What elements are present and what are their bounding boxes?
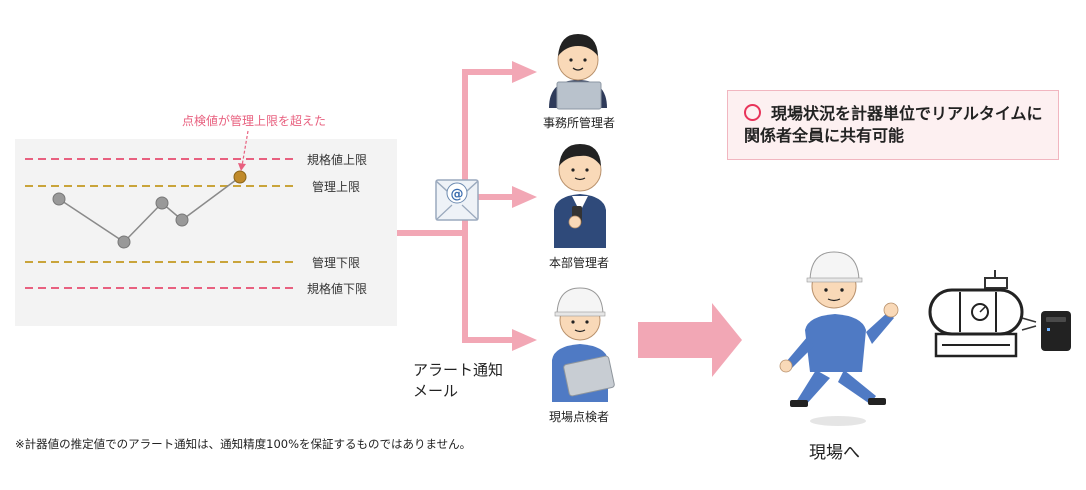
check-circle-icon — [744, 104, 761, 121]
office-manager-illustration — [549, 34, 607, 110]
alert-data-point — [233, 170, 247, 184]
iot-sensor-device-icon — [1041, 311, 1071, 351]
data-point — [117, 235, 131, 249]
spec-upper-label: 規格値上限 — [307, 153, 368, 167]
spec-lower-label: 規格値下限 — [307, 282, 368, 296]
data-point — [52, 192, 66, 206]
alert-mail-label: アラート通知 メール — [413, 360, 503, 402]
alert-label-line2: メール — [413, 382, 459, 400]
svg-text:@: @ — [451, 187, 464, 202]
control-chart-panel — [15, 139, 397, 326]
site-inspector-label: 現場点検者 — [548, 410, 609, 424]
tank-equipment-icon — [928, 270, 1037, 358]
running-worker-illustration — [779, 251, 899, 426]
flow-connector-site — [462, 233, 515, 343]
arrowhead-site — [512, 329, 537, 351]
office-manager-label: 事務所管理者 — [542, 116, 615, 130]
control-upper-label: 管理上限 — [312, 180, 361, 194]
data-point — [175, 213, 189, 227]
disclaimer-footnote: ※計器値の推定値でのアラート通知は、通知精度100%を保証するものではありません… — [15, 437, 472, 451]
callout-text-wrapper: 現場状況を計器単位でリアルタイムに関係者全員に共有可能 — [744, 103, 1044, 147]
callout-text: 現場状況を計器単位でリアルタイムに関係者全員に共有可能 — [744, 104, 1043, 145]
annotation-arrowhead — [238, 163, 246, 171]
go-to-site-arrow — [638, 303, 742, 377]
realtime-share-callout: 現場状況を計器単位でリアルタイムに関係者全員に共有可能 — [727, 90, 1059, 160]
flow-connector — [397, 69, 515, 236]
data-point — [155, 196, 169, 210]
control-lower-label: 管理下限 — [312, 256, 361, 270]
alert-label-line1: アラート通知 — [413, 361, 504, 379]
site-inspector-illustration — [552, 287, 615, 402]
exceed-annotation-label: 点検値が管理上限を超えた — [182, 114, 327, 128]
arrowhead-hq — [512, 186, 537, 208]
envelope-at-icon: @ — [435, 179, 479, 221]
hq-manager-label: 本部管理者 — [548, 256, 609, 270]
arrowhead-office — [512, 61, 537, 83]
annotation-arrow — [241, 130, 249, 167]
to-site-label: 現場へ — [809, 443, 860, 463]
hq-manager-illustration — [554, 144, 606, 248]
